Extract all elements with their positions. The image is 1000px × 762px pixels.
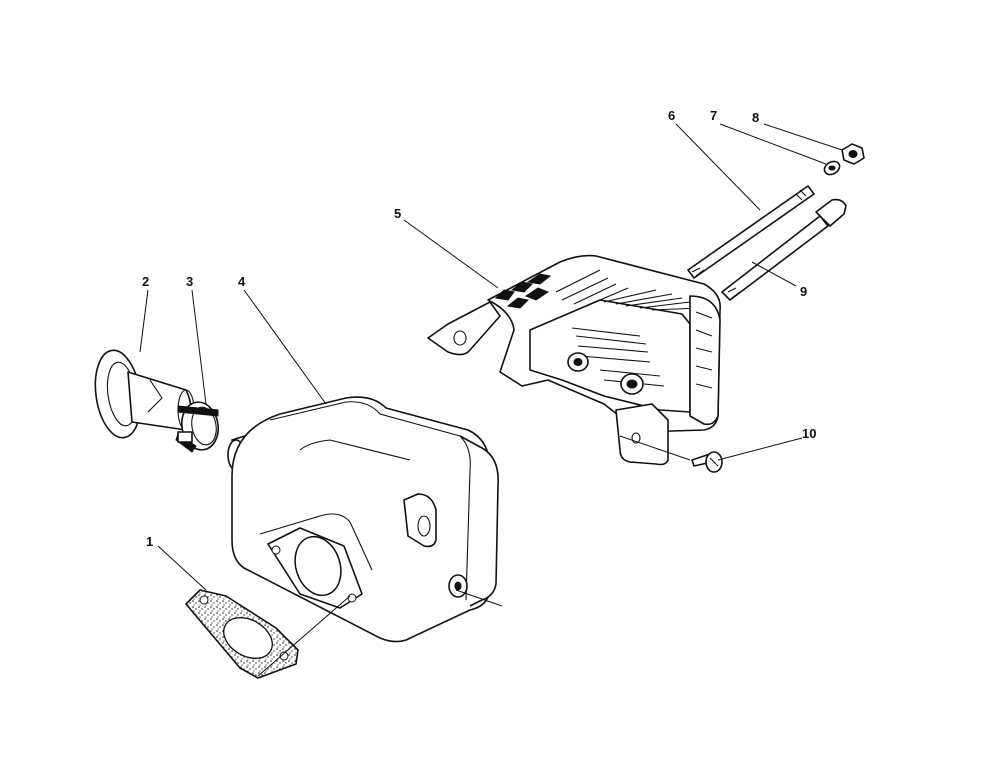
- washer-part: [823, 160, 841, 176]
- deflector-cap-part: [94, 349, 195, 439]
- screw-part: [691, 451, 723, 473]
- callout-6: 6: [668, 108, 675, 123]
- callout-7: 7: [710, 108, 717, 123]
- callout-3: 3: [186, 274, 193, 289]
- heat-shield-part: [427, 254, 721, 466]
- clamp-part: [175, 401, 220, 453]
- stud-part: [687, 185, 815, 279]
- callout-labels: 1 2 3 4 5 6 7 8 9 10: [142, 108, 816, 549]
- callout-8: 8: [752, 110, 759, 125]
- callout-9: 9: [800, 284, 807, 299]
- nut-part: [841, 143, 865, 165]
- bolt-part: [721, 198, 847, 301]
- leader-lines: [139, 123, 843, 677]
- gasket-part: [185, 589, 299, 679]
- callout-2: 2: [142, 274, 149, 289]
- muffler-body-part: [227, 396, 499, 643]
- callout-4: 4: [238, 274, 246, 289]
- callout-1: 1: [146, 534, 153, 549]
- callout-5: 5: [394, 206, 401, 221]
- callout-10: 10: [802, 426, 816, 441]
